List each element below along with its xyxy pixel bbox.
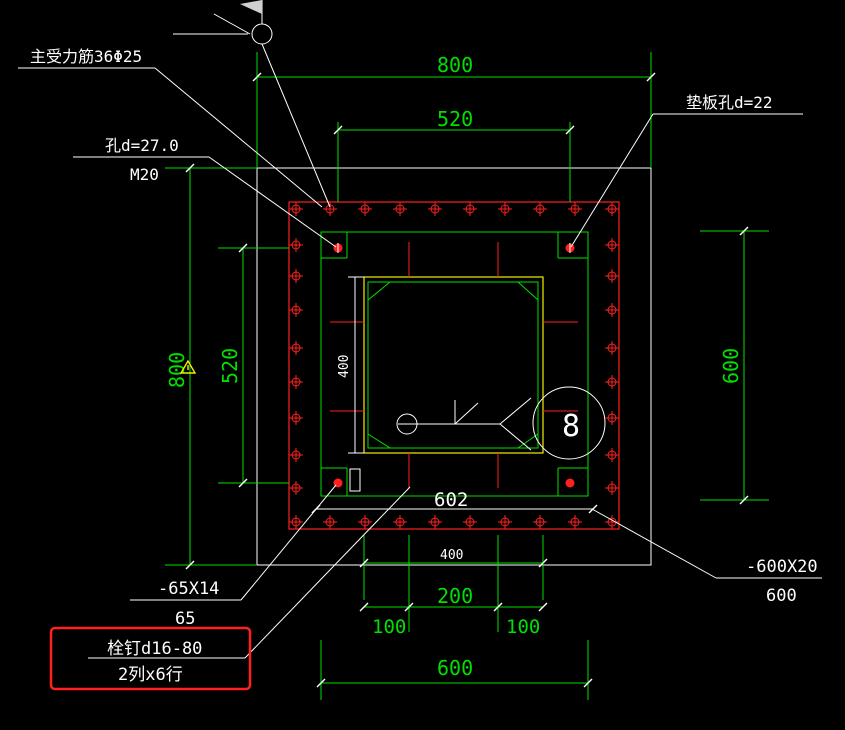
dim-left-inner: 520 [218,348,242,384]
flag-icon [240,0,262,14]
frame-bolt-cross [289,375,303,389]
frame-bolt-cross [605,448,619,462]
frame-bolt-cross [323,202,337,216]
frame-bolt-cross [463,515,477,529]
column-outline [363,276,544,454]
base-plate [320,231,589,497]
frame-bolt-cross [358,515,372,529]
frame-bolt-cross [289,269,303,283]
frame-bolt-cross [498,202,512,216]
dim-left-overall: 800 [165,352,189,388]
frame-bolt-cross [289,448,303,462]
section-marker [173,0,273,45]
frame-bolt-cross [605,375,619,389]
dim-top-overall: 800 [437,53,473,77]
frame-bolt-cross [533,202,547,216]
frame-bolt-cross [533,515,547,529]
bolt-frame [288,201,620,530]
frame-bolt-cross [289,515,303,529]
frame-bolt-cross [605,341,619,355]
frame-bolt-cross [605,269,619,283]
frame-bolt-cross [289,481,303,495]
highlight-box [49,626,252,691]
dim-bottom-right-edge: 100 [506,616,540,638]
label-bolt-size: M20 [130,165,159,184]
frame-bolt-cross [605,303,619,317]
frame-bolt-cross [393,515,407,529]
frame-bolt-cross [289,341,303,355]
frame-bolt-cross [498,515,512,529]
frame-bolt-cross [289,411,303,425]
dim-right-plate: 600 [719,348,743,384]
dim-bottom-left-edge: 100 [372,616,406,638]
label-main-rebar: 主受力筋36Φ25 [30,47,142,66]
frame-bolt-cross [605,481,619,495]
label-base-plate-spec: -600X20 [746,557,818,577]
label-stiffener-spec: -65X14 [158,579,219,599]
label-stud-spec: 栓钉d16-80 [107,639,202,659]
frame-bolts [289,202,619,529]
label-base-plate-value: 600 [766,586,797,606]
circle-mark: 8 [562,409,580,444]
outer-plate [256,167,652,566]
anchor-bolt [565,478,575,488]
warning-triangle-icon [179,359,197,374]
frame-bolt-cross [428,515,442,529]
frame-bolt-cross [393,202,407,216]
frame-bolt-cross [605,411,619,425]
label-stiffener-value: 65 [175,609,195,629]
frame-bolt-cross [605,202,619,216]
frame-bolt-cross [568,515,582,529]
dim-bottom-plate: 600 [437,656,473,680]
frame-bolt-cross [358,202,372,216]
frame-bolt-cross [568,202,582,216]
dim-bottom-column-width: 400 [440,548,463,563]
dim-column-height: 400 [337,355,352,378]
frame-bolt-cross [428,202,442,216]
frame-bolt-cross [605,238,619,252]
frame-bolt-cross [289,303,303,317]
dim-plate-width: 602 [434,489,468,511]
label-bolt-hole: 孔d=27.0 [105,136,179,155]
frame-bolt-cross [605,515,619,529]
label-stud-layout: 2列x6行 [118,665,183,685]
frame-bolt-cross [323,515,337,529]
frame-bolt-cross [463,202,477,216]
frame-bolt-cross [289,202,303,216]
dim-bottom-span: 200 [437,584,473,608]
label-washer-hole: 垫板孔d=22 [686,93,773,112]
dim-top-inner: 520 [437,107,473,131]
frame-bolt-cross [289,238,303,252]
